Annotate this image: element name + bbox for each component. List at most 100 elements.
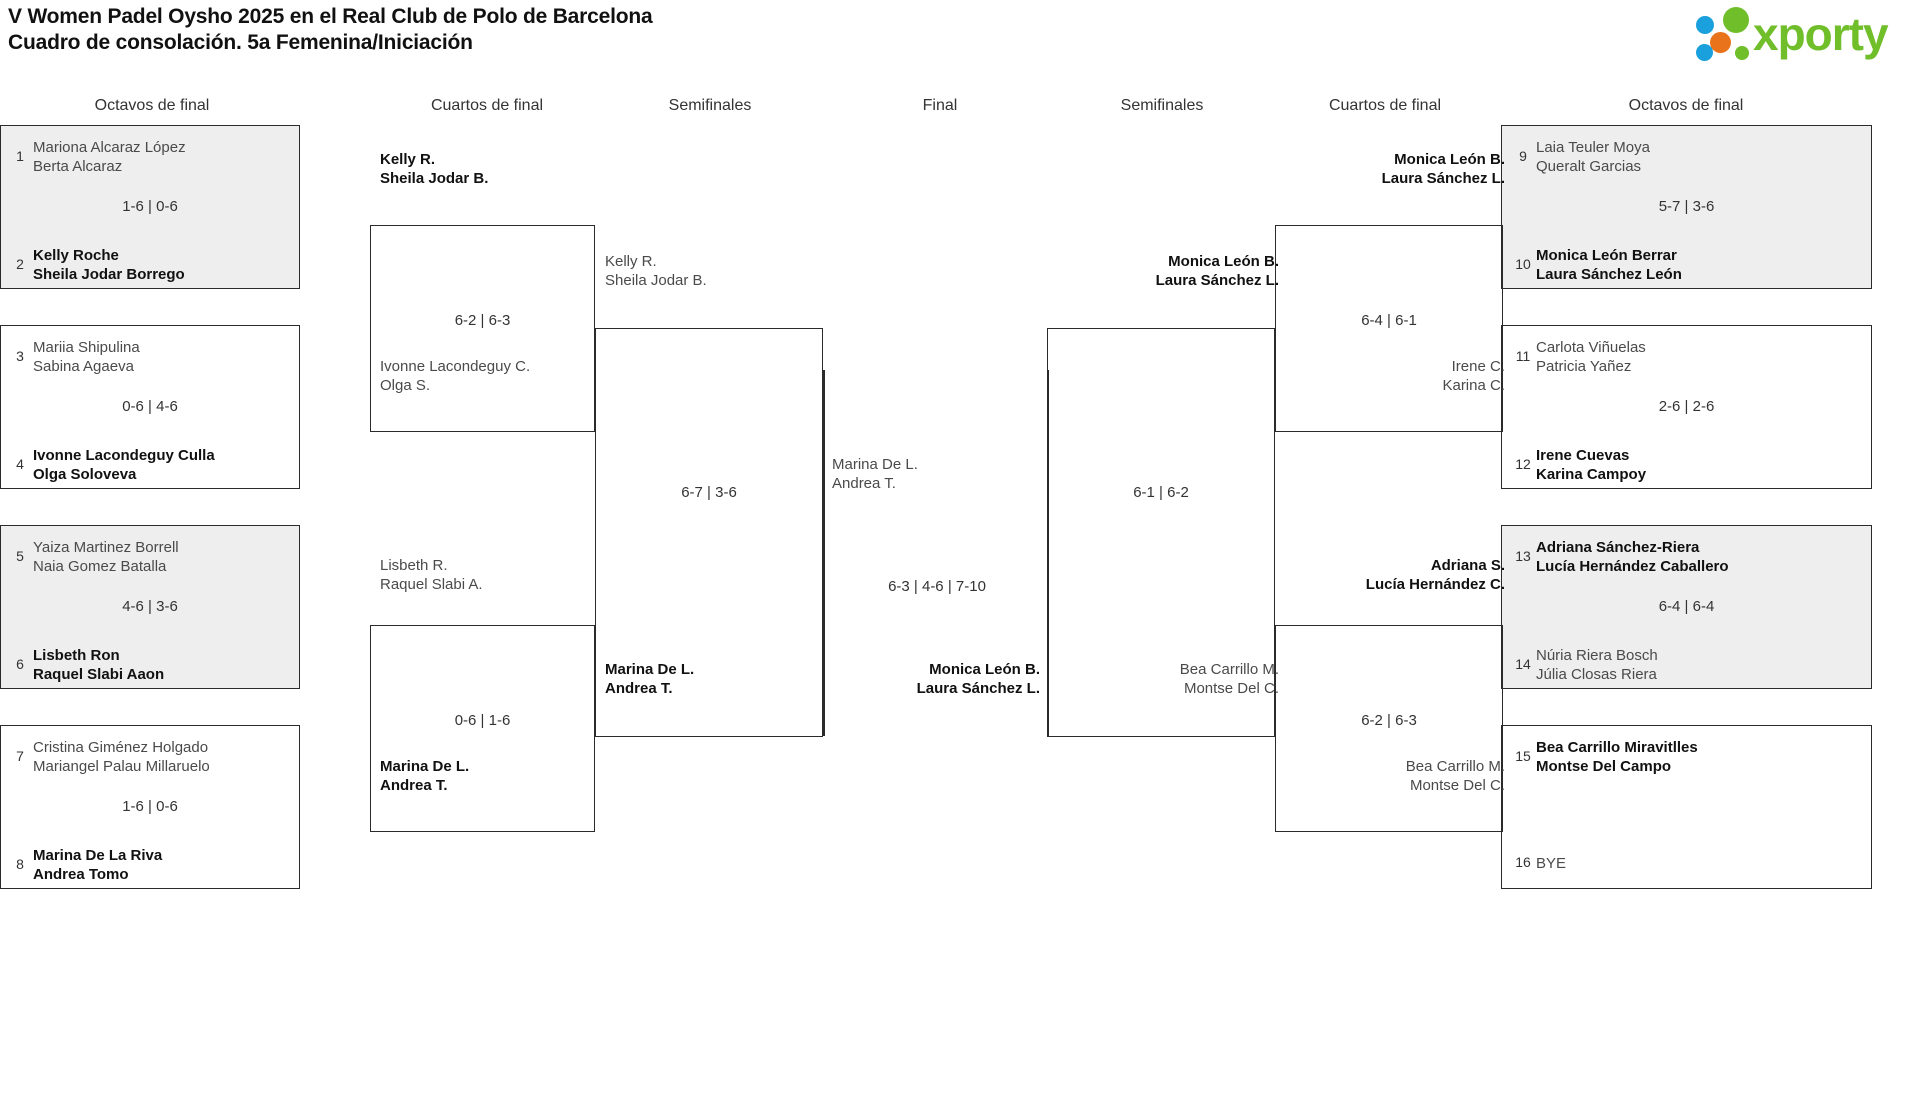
player-name: Laura Sánchez L. (1155, 272, 1279, 289)
logo-dot-green-small (1735, 46, 1749, 60)
match-score: 6-2 | 6-3 (454, 312, 511, 329)
player-name: Monica León Berrar (1536, 247, 1677, 264)
final-score: 6-3 | 4-6 | 7-10 (888, 578, 986, 595)
qf-left-1-bottom-names: Ivonne Lacondeguy C. Olga S. (380, 357, 530, 395)
player-name: Marina De L. (380, 758, 470, 775)
match-card-r16-13[interactable]: 13 Adriana Sánchez-Riera Lucía Hernández… (1501, 525, 1872, 689)
title-line-1: V Women Padel Oysho 2025 en el Real Club… (8, 5, 653, 28)
player-name: Lisbeth Ron (33, 647, 120, 664)
seed-number: 10 (1515, 256, 1531, 272)
player-name: Berta Alcaraz (33, 158, 123, 175)
player-name: Andrea Tomo (33, 866, 129, 883)
match-card-r16-2[interactable]: 3 Mariia Shipulina Sabina Agaeva 0-6 | 4… (0, 325, 300, 489)
logo-dot-blue-bottom (1696, 44, 1713, 61)
sf-right-bottom-names: Bea Carrillo M. Montse Del C. (1039, 660, 1279, 698)
qf-left-1-top-names: Kelly R. Sheila Jodar B. (380, 150, 488, 188)
match-score: 6-4 | 6-4 (1658, 598, 1715, 615)
match-card-r16-1[interactable]: 1 Mariona Alcaraz López Berta Alcaraz 1-… (0, 125, 300, 289)
connector-box-left-qf-2[interactable]: 0-6 | 1-6 (370, 625, 595, 832)
match-score: 0-6 | 4-6 (122, 398, 178, 415)
match-score: 1-6 | 0-6 (122, 798, 178, 815)
connector-box-right-qf-2[interactable]: 6-2 | 6-3 (1275, 625, 1503, 832)
player-name: Monica León B. (929, 661, 1040, 678)
round-header-right-r16: Octavos de final (1628, 97, 1744, 114)
player-name: Bea Carrillo M. (1405, 758, 1505, 775)
match-card-r16-11[interactable]: 11 Carlota Viñuelas Patricia Yañez 2-6 |… (1501, 325, 1872, 489)
title-line-2: Cuadro de consolación. 5a Femenina/Inici… (8, 31, 473, 54)
seed-number: 14 (1515, 656, 1531, 672)
logo-dot-blue-top (1696, 16, 1714, 34)
seed-number: 2 (16, 256, 24, 272)
player-name: Lisbeth R. (380, 557, 448, 574)
match-card-r16-9[interactable]: 9 Laia Teuler Moya Queralt Garcias 5-7 |… (1501, 125, 1872, 289)
player-name: Raquel Slabi A. (380, 576, 483, 593)
player-name: Sheila Jodar B. (605, 272, 707, 289)
player-name: Queralt Garcias (1536, 158, 1642, 175)
player-name: Carlota Viñuelas (1536, 339, 1646, 356)
player-name: Júlia Closas Riera (1536, 666, 1657, 683)
round-header-final: Final (922, 97, 958, 114)
player-name: Montse Del C. (1409, 777, 1505, 794)
player-name: Kelly Roche (33, 247, 119, 264)
player-name: Mariona Alcaraz López (33, 139, 186, 156)
match-card-r16-3[interactable]: 5 Yaiza Martinez Borrell Naia Gomez Bata… (0, 525, 300, 689)
seed-number: 6 (16, 656, 24, 672)
final-left-names: Marina De L. Andrea T. (832, 455, 918, 493)
seed-number: 12 (1515, 456, 1531, 472)
player-name: Naia Gomez Batalla (33, 558, 167, 575)
player-name: Olga S. (380, 377, 431, 394)
page-title: V Women Padel Oysho 2025 en el Real Club… (8, 4, 653, 56)
seed-number: 16 (1515, 854, 1531, 870)
player-name: Marina De La Riva (33, 847, 163, 864)
player-name: Montse Del C. (1183, 680, 1279, 697)
match-score: 4-6 | 3-6 (122, 598, 178, 615)
player-name: Bea Carrillo Miravitlles (1536, 739, 1698, 756)
player-name: Laura Sánchez L. (1381, 170, 1505, 187)
player-name: Sheila Jodar Borrego (33, 266, 185, 283)
seed-number: 11 (1515, 348, 1531, 364)
player-name: Andrea T. (832, 475, 896, 492)
final-divider-right (1047, 370, 1049, 736)
player-name: Núria Riera Bosch (1536, 647, 1658, 664)
logo-dot-green-large (1723, 7, 1749, 33)
player-name: Patricia Yañez (1536, 358, 1632, 375)
logo-wordmark: xporty (1753, 8, 1889, 60)
player-name: Adriana Sánchez-Riera (1536, 539, 1700, 556)
player-name: Andrea T. (605, 680, 673, 697)
sf-left-top-names: Kelly R. Sheila Jodar B. (605, 252, 707, 290)
qf-right-1-top-names: Monica León B. Laura Sánchez L. (1265, 150, 1505, 188)
seed-number: 4 (16, 456, 24, 472)
player-name: Irene C. (1451, 358, 1505, 375)
connector-box-left-qf-1[interactable]: 6-2 | 6-3 (370, 225, 595, 432)
match-score: 0-6 | 1-6 (454, 712, 511, 729)
match-score: 6-2 | 6-3 (1361, 712, 1417, 729)
final-divider (823, 370, 825, 736)
connector-box-right-qf-1[interactable]: 6-4 | 6-1 (1275, 225, 1503, 432)
match-card-r16-15[interactable]: 15 Bea Carrillo Miravitlles Montse Del C… (1501, 725, 1872, 889)
match-score: 1-6 | 0-6 (122, 198, 178, 215)
round-header-left-sf: Semifinales (668, 97, 752, 114)
seed-number: 1 (16, 148, 24, 164)
player-name: Mariangel Palau Millaruelo (33, 758, 210, 775)
connector-box-right-sf[interactable]: 6-1 | 6-2 (1047, 328, 1275, 737)
connector-box-left-sf[interactable]: 6-7 | 3-6 (595, 328, 823, 737)
player-name: Marina De L. (605, 661, 695, 678)
player-name: Monica León B. (1168, 253, 1279, 270)
player-name: Cristina Giménez Holgado (33, 739, 209, 756)
match-score: 6-1 | 6-2 (1133, 484, 1189, 501)
player-name: Montse Del Campo (1536, 758, 1672, 775)
logo-dot-orange (1710, 32, 1731, 53)
seed-number: 8 (16, 856, 24, 872)
seed-number: 5 (16, 548, 24, 564)
match-card-r16-4[interactable]: 7 Cristina Giménez Holgado Mariangel Pal… (0, 725, 300, 889)
round-header-right-qf: Cuartos de final (1328, 97, 1442, 114)
player-name: Sheila Jodar B. (380, 170, 489, 187)
sf-right-top-names: Monica León B. Laura Sánchez L. (1039, 252, 1279, 290)
seed-number: 9 (1519, 148, 1527, 164)
player-name: Ivonne Lacondeguy C. (380, 358, 531, 375)
player-name: Marina De L. (832, 456, 918, 473)
player-name: Kelly R. (605, 253, 657, 270)
round-header-left-qf: Cuartos de final (430, 97, 544, 114)
xporty-logo[interactable]: xporty (1690, 6, 1915, 64)
round-header-left-r16: Octavos de final (94, 97, 210, 114)
